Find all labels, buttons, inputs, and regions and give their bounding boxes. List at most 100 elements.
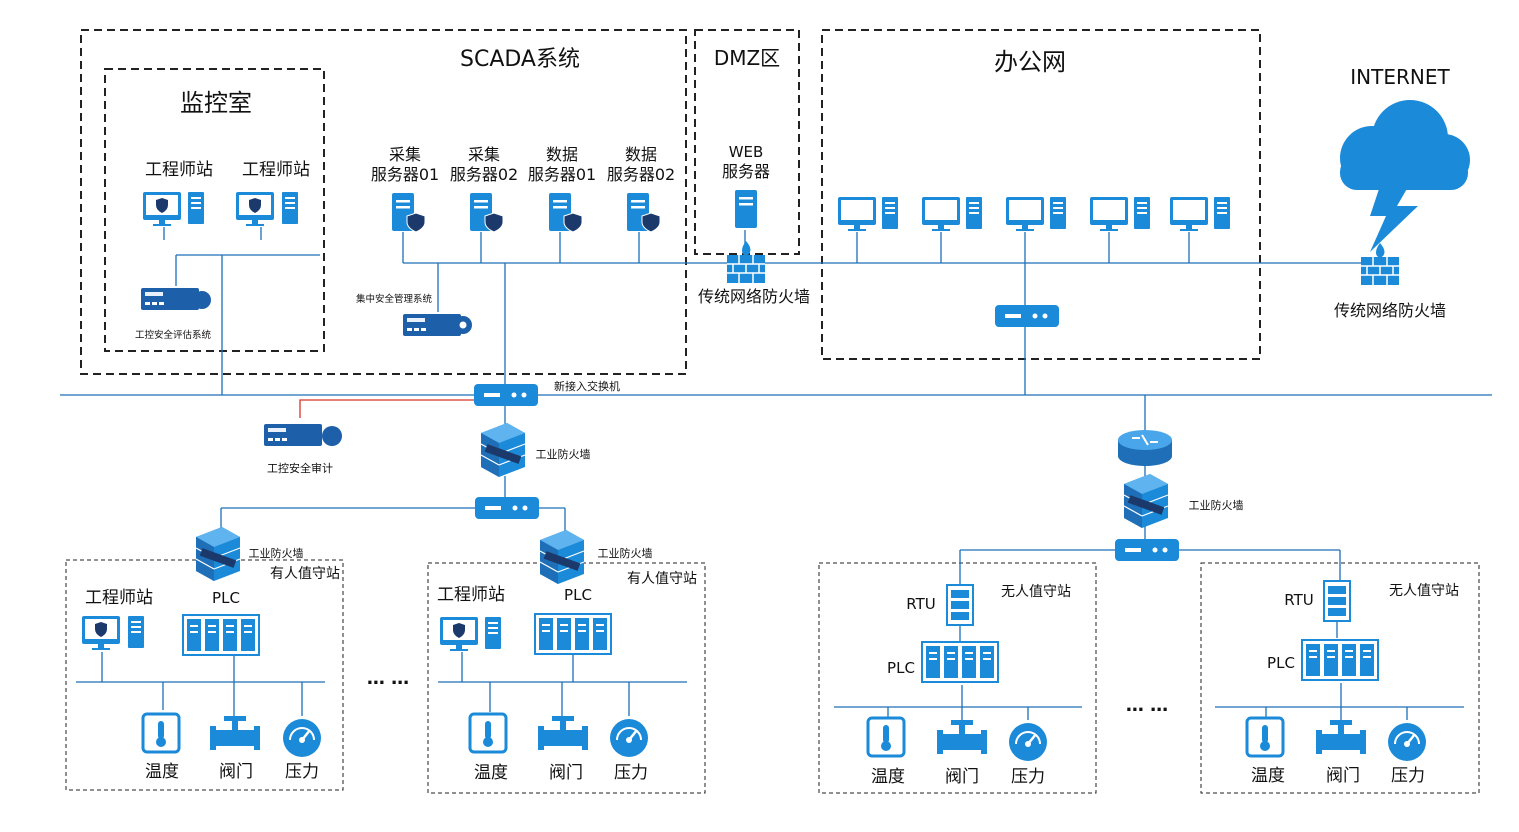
pc-tower-icon — [485, 617, 501, 649]
server-icon — [549, 193, 582, 232]
pressure-label: 压力 — [285, 762, 319, 782]
valve-icon — [210, 716, 260, 750]
office-pc-5 — [1170, 197, 1230, 231]
new-access-switch-icon — [474, 384, 538, 406]
server-icon — [470, 193, 503, 232]
web-server-label-line1: WEB — [729, 143, 764, 161]
pressure-label: 压力 — [1011, 767, 1045, 787]
workstation-icon — [440, 617, 478, 651]
office-pc-3 — [1006, 197, 1066, 231]
office-title: 办公网 — [994, 48, 1066, 76]
manned-station-2-border — [427, 562, 706, 794]
assessment-appliance-icon — [141, 288, 199, 310]
scada-zone-border — [80, 29, 687, 375]
scada-title: SCADA系统 — [460, 47, 580, 72]
ellipsis-right: … … — [1126, 695, 1168, 716]
plc-label: PLC — [212, 589, 240, 607]
temp-label: 温度 — [145, 762, 179, 782]
server-label-line1: 数据 — [625, 145, 657, 164]
manned-station-label: 有人值守站 — [627, 571, 697, 587]
valve-icon — [937, 720, 987, 754]
cloud-icon — [1340, 100, 1470, 190]
industrial-firewall-label: 工业防火墙 — [598, 546, 653, 560]
audit-appliance-icon — [264, 424, 322, 446]
eng-station-label: 工程师站 — [437, 585, 505, 605]
new-access-switch-label: 新接入交换机 — [554, 379, 620, 393]
unmanned-station-2-border — [1200, 562, 1480, 794]
traditional-firewall-icon — [1360, 242, 1400, 286]
rtu-icon — [1323, 580, 1351, 622]
lightning-icon — [1370, 180, 1418, 252]
temp-label: 温度 — [1251, 766, 1285, 786]
plc-rack-icon — [921, 641, 999, 683]
pressure-gauge-icon — [281, 717, 323, 759]
server-label-line2: 服务器02 — [450, 165, 518, 184]
server-label-line1: 数据 — [546, 145, 578, 164]
server-icon — [392, 193, 425, 232]
central-mgmt-appliance-icon — [403, 314, 461, 336]
web-server-label-line2: 服务器 — [722, 162, 770, 181]
field-switch-icon — [475, 497, 539, 519]
traditional-firewall-icon — [726, 240, 766, 284]
plc-label: PLC — [1267, 654, 1295, 672]
web-server-icon — [735, 190, 757, 228]
unmanned-station-label: 无人值守站 — [1389, 583, 1459, 599]
plc-rack-icon — [182, 614, 260, 656]
pc-tower-icon — [128, 616, 144, 648]
pressure-gauge-icon — [608, 717, 650, 759]
rtu-label: RTU — [1284, 591, 1313, 609]
pressure-label: 压力 — [1391, 766, 1425, 786]
eng-station-label: 工程师站 — [242, 160, 310, 180]
field-switch-icon — [1115, 539, 1179, 561]
central-mgmt-label: 集中安全管理系统 — [356, 293, 433, 305]
industrial-firewall-icon — [539, 529, 585, 585]
pc-tower-icon — [188, 192, 204, 224]
pc-tower-icon — [282, 192, 298, 224]
manned-station-label: 有人值守站 — [270, 566, 340, 582]
audit-mirror-link — [299, 399, 475, 418]
industrial-firewall-label: 工业防火墙 — [536, 447, 591, 461]
server-label-line2: 服务器02 — [607, 165, 675, 184]
pressure-gauge-icon — [1007, 721, 1049, 763]
unmanned-station-1-border — [818, 562, 1097, 794]
traditional-firewall-label: 传统网络防火墙 — [1334, 301, 1446, 320]
unmanned-station-label: 无人值守站 — [1001, 584, 1071, 600]
server-label-line1: 采集 — [389, 145, 421, 164]
assessment-label: 工控安全评估系统 — [135, 329, 212, 341]
industrial-firewall-label: 工业防火墙 — [1189, 498, 1244, 512]
office-switch-icon — [995, 305, 1059, 327]
router-icon — [1117, 429, 1173, 467]
traditional-firewall-label: 传统网络防火墙 — [698, 287, 810, 306]
rtu-icon — [946, 584, 974, 626]
rtu-label: RTU — [906, 595, 935, 613]
audit-badge-icon — [322, 426, 342, 446]
eng-station-label: 工程师站 — [145, 160, 213, 180]
industrial-firewall-icon — [1123, 473, 1169, 529]
dmz-title: DMZ区 — [714, 46, 780, 70]
temp-label: 温度 — [474, 763, 508, 783]
eng-station-label: 工程师站 — [85, 588, 153, 608]
industrial-firewall-icon — [480, 422, 526, 478]
office-pc-1 — [838, 197, 898, 231]
temp-label: 温度 — [871, 767, 905, 787]
thermometer-icon — [1245, 716, 1285, 758]
thermometer-icon — [141, 712, 181, 754]
plc-rack-icon — [534, 613, 612, 655]
server-icon — [627, 193, 660, 232]
thermometer-icon — [866, 716, 906, 758]
audit-label: 工控安全审计 — [267, 461, 333, 475]
industrial-firewall-icon — [195, 526, 241, 582]
valve-label: 阀门 — [549, 763, 583, 783]
monitor-room-title: 监控室 — [180, 89, 252, 117]
workstation-icon — [236, 192, 274, 226]
thermometer-icon — [468, 712, 508, 754]
server-label-line2: 服务器01 — [528, 165, 596, 184]
plc-label: PLC — [887, 659, 915, 677]
workstation-icon — [143, 192, 181, 226]
server-label-line1: 采集 — [468, 145, 500, 164]
assessment-badge-icon — [193, 291, 211, 309]
industrial-firewall-label: 工业防火墙 — [249, 546, 304, 560]
workstation-icon — [82, 616, 120, 650]
